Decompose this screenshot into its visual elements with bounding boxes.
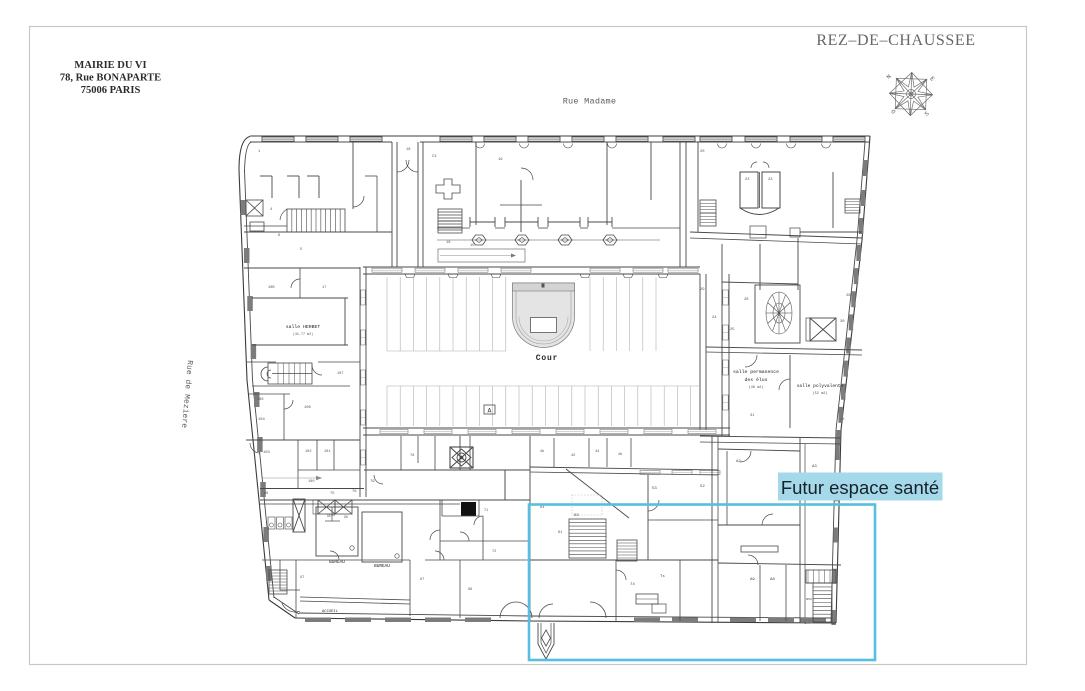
svg-text:C3: C3: [432, 155, 437, 159]
svg-text:4b: 4b: [618, 452, 622, 457]
svg-text:4b: 4b: [540, 449, 544, 454]
svg-text:108: 108: [257, 398, 263, 402]
svg-text:67: 67: [420, 578, 424, 582]
svg-text:Ts: Ts: [660, 575, 665, 579]
svg-text:31: 31: [750, 414, 755, 418]
svg-text:26: 26: [744, 298, 749, 302]
svg-text:74: 74: [630, 583, 635, 587]
svg-text:28: 28: [846, 294, 851, 298]
svg-text:42: 42: [840, 418, 845, 422]
svg-text:98: 98: [331, 514, 335, 518]
svg-text:asc.: asc.: [806, 598, 814, 602]
svg-text:95: 95: [327, 514, 331, 518]
svg-text:44: 44: [595, 450, 599, 454]
svg-text:42: 42: [571, 454, 575, 458]
svg-text:103: 103: [263, 451, 271, 455]
svg-text:23: 23: [768, 178, 773, 182]
svg-text:107: 107: [337, 372, 343, 376]
svg-text:64: 64: [540, 506, 545, 510]
svg-text:A3: A3: [812, 465, 817, 469]
svg-text:101: 101: [324, 450, 330, 454]
svg-text:MAIRIE DU VI: MAIRIE DU VI: [74, 60, 146, 71]
svg-text:(52 m2): (52 m2): [812, 391, 827, 396]
svg-text:71: 71: [484, 509, 488, 513]
svg-text:20: 20: [700, 150, 705, 154]
svg-text:63: 63: [574, 514, 579, 518]
svg-text:96: 96: [344, 515, 348, 519]
svg-text:29: 29: [700, 288, 705, 292]
svg-text:salle polyvalente: salle polyvalente: [797, 383, 844, 389]
svg-text:salle HERBET: salle HERBET: [286, 324, 321, 330]
svg-text:78: 78: [410, 454, 414, 458]
svg-text:61: 61: [558, 531, 563, 535]
svg-text:A9: A9: [750, 578, 755, 582]
svg-text:76: 76: [352, 490, 357, 494]
svg-text:ACCUEIL: ACCUEIL: [322, 610, 339, 614]
svg-text:102: 102: [305, 450, 311, 454]
svg-text:72: 72: [492, 550, 496, 554]
svg-text:79: 79: [370, 480, 375, 484]
svg-text:1: 1: [258, 150, 261, 154]
svg-text:REZ–DE–CHAUSSEE: REZ–DE–CHAUSSEE: [816, 32, 975, 49]
svg-text:4: 4: [270, 208, 273, 212]
svg-text:N.7: N.7: [804, 622, 810, 626]
svg-text:Futur espace santé: Futur espace santé: [781, 477, 939, 498]
svg-text:22: 22: [745, 178, 750, 182]
svg-text:(48 m2): (48 m2): [748, 385, 763, 390]
svg-text:BUREAU: BUREAU: [329, 560, 345, 565]
svg-text:78, Rue BONAPARTE: 78, Rue BONAPARTE: [60, 73, 161, 84]
svg-text:O: O: [889, 108, 897, 116]
svg-text:25: 25: [730, 328, 735, 332]
svg-text:6: 6: [278, 234, 281, 238]
svg-text:30: 30: [840, 320, 845, 324]
svg-text:5: 5: [300, 248, 303, 252]
svg-text:17: 17: [322, 286, 326, 290]
svg-text:A8: A8: [770, 578, 775, 582]
svg-text:52: 52: [700, 485, 705, 489]
svg-text:16: 16: [446, 241, 451, 245]
svg-text:(41.77 m2): (41.77 m2): [293, 332, 313, 337]
svg-text:97: 97: [300, 576, 304, 580]
svg-text:S: S: [923, 110, 931, 118]
svg-text:24: 24: [712, 316, 717, 320]
svg-text:75006 PARIS: 75006 PARIS: [81, 85, 141, 96]
svg-text:106: 106: [304, 406, 312, 410]
svg-text:N: N: [885, 73, 893, 81]
svg-text:Rue Madame: Rue Madame: [563, 97, 617, 107]
svg-text:E: E: [928, 75, 936, 83]
svg-text:18: 18: [406, 148, 411, 152]
svg-text:100: 100: [308, 480, 314, 484]
svg-text:99: 99: [264, 492, 268, 496]
svg-text:A2: A2: [736, 460, 741, 464]
svg-text:10B: 10B: [268, 286, 275, 290]
svg-text:des élus: des élus: [744, 377, 767, 383]
svg-text:A: A: [488, 408, 492, 415]
svg-text:BUREAU: BUREAU: [374, 564, 390, 569]
svg-text:75: 75: [330, 492, 335, 496]
svg-text:salle permanence: salle permanence: [733, 369, 779, 375]
svg-text:53: 53: [652, 487, 657, 491]
svg-text:104: 104: [258, 418, 266, 422]
svg-text:66: 66: [468, 588, 472, 592]
svg-text:Cour: Cour: [536, 354, 558, 363]
svg-text:19: 19: [498, 158, 503, 162]
svg-text:15: 15: [470, 244, 475, 248]
